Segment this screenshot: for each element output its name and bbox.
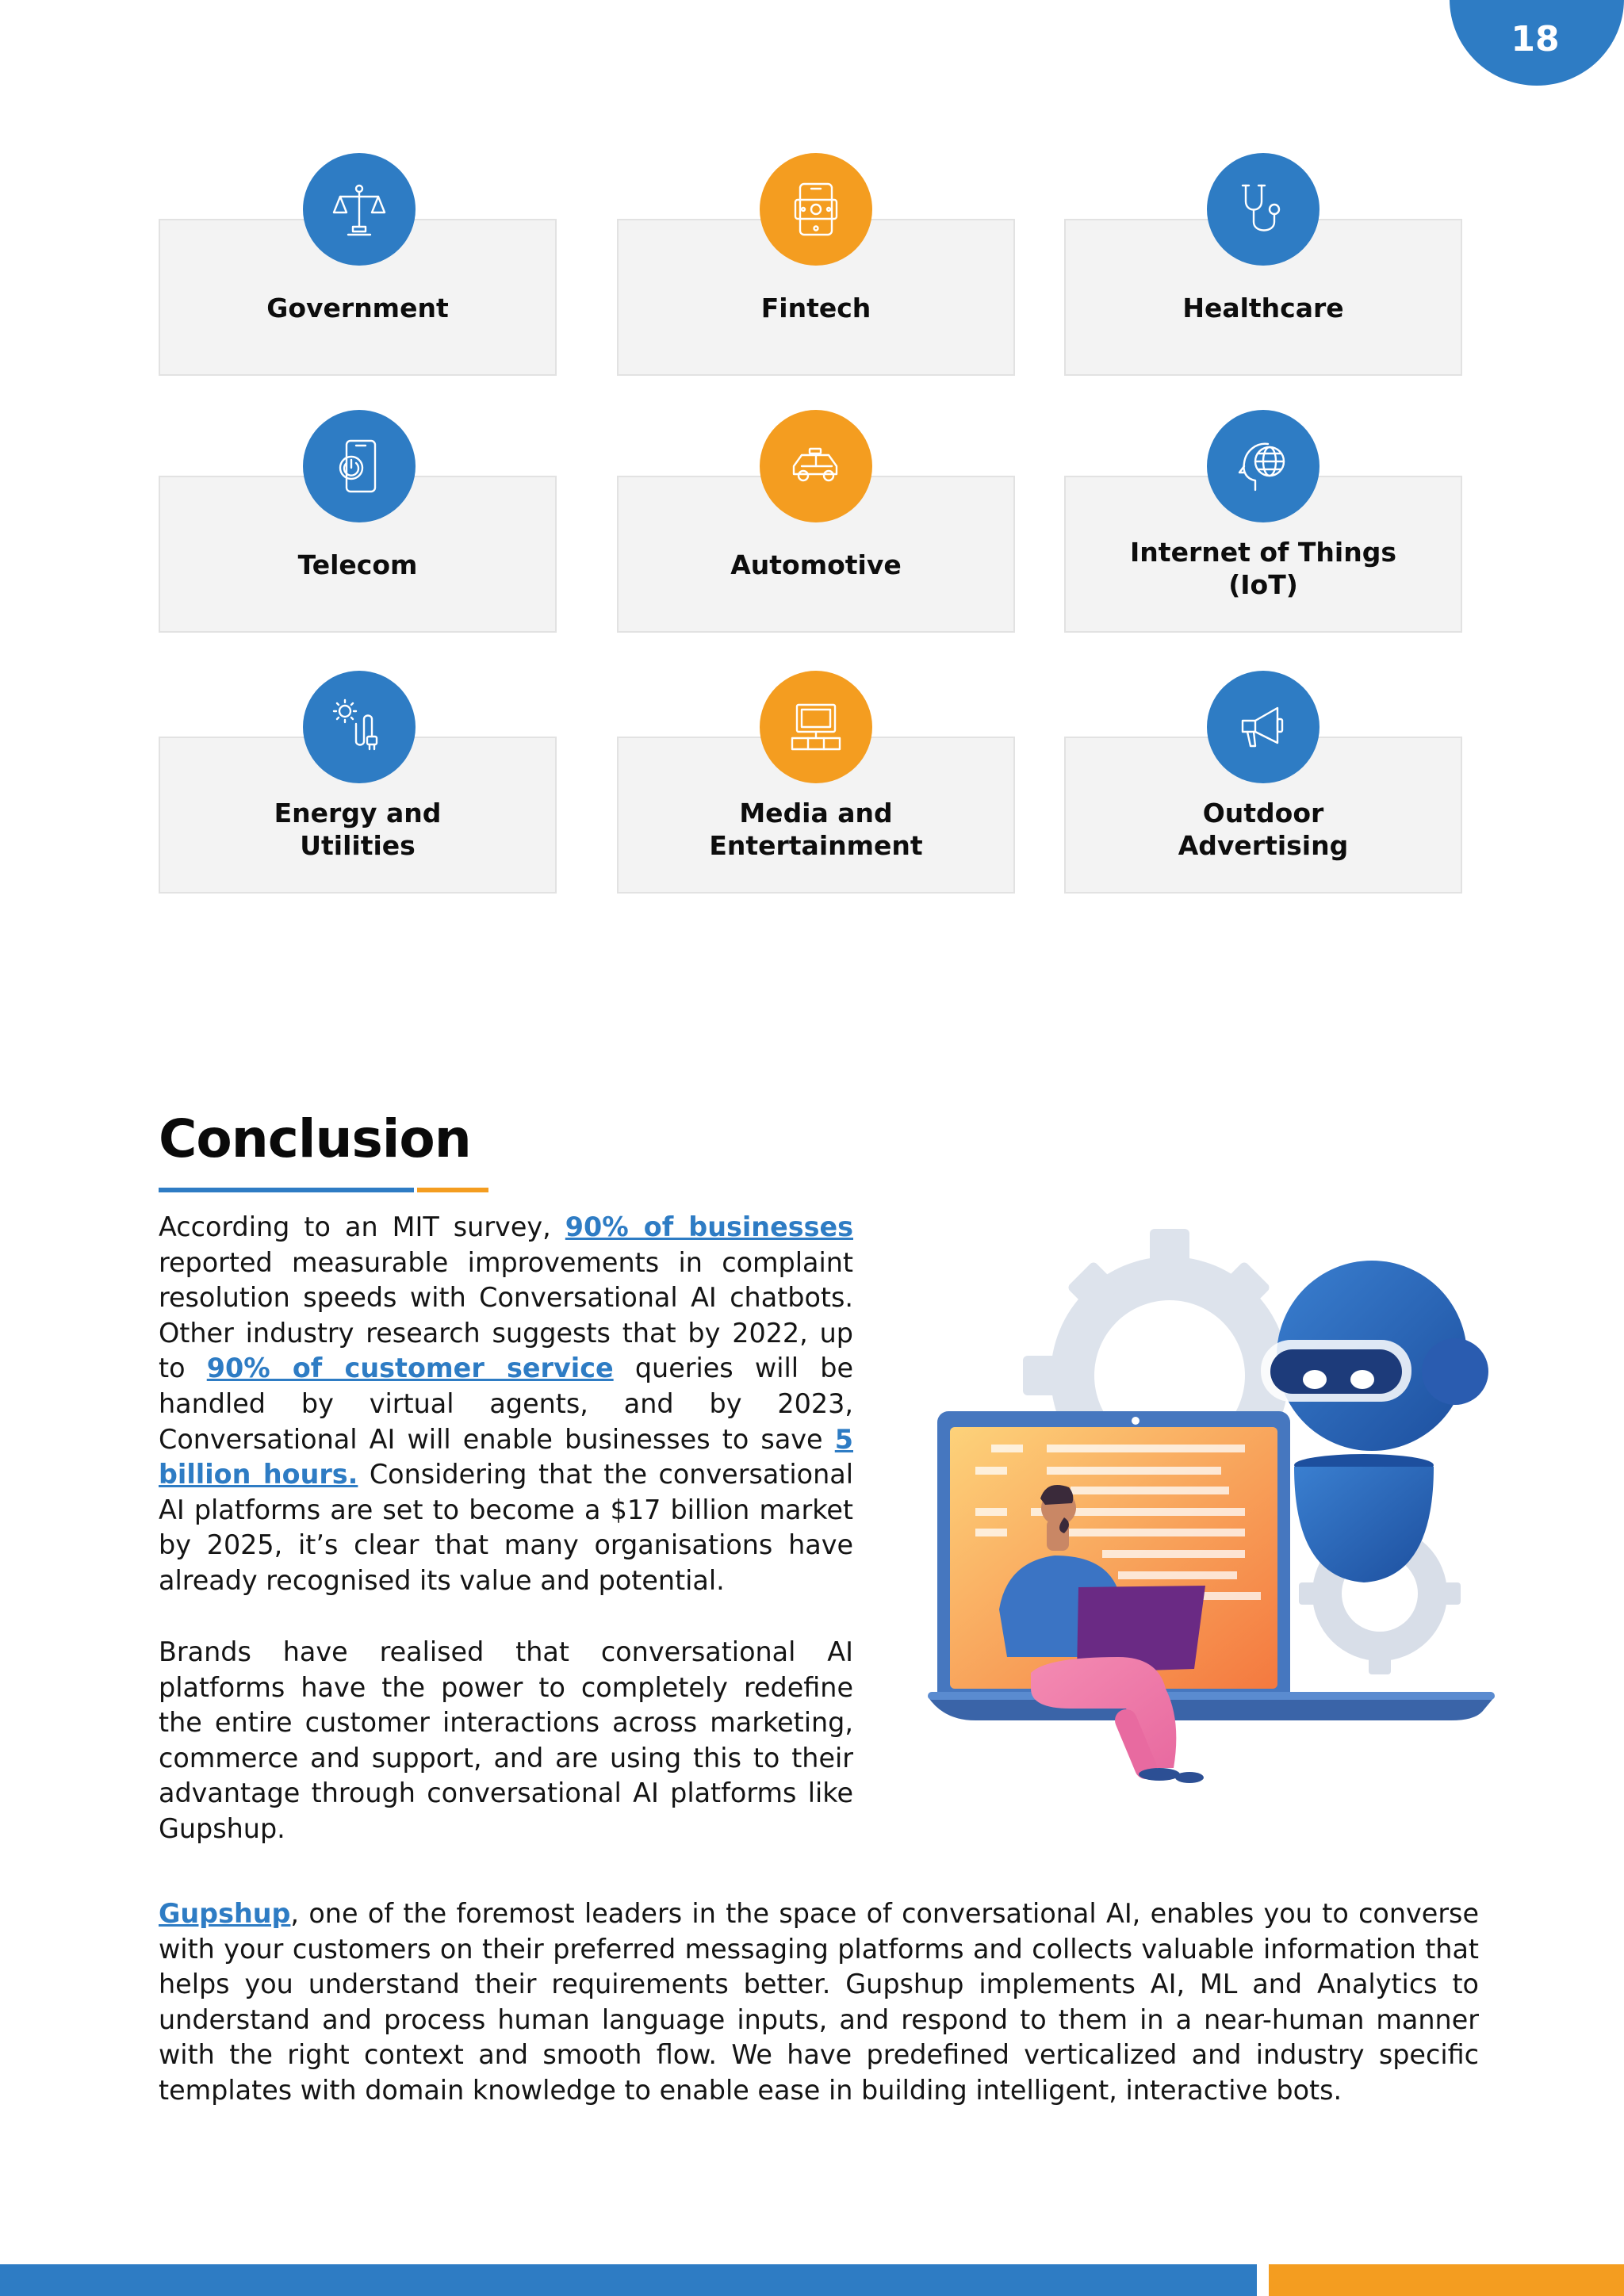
industry-label: Telecom [297, 549, 418, 580]
industry-label: Internet of Things (IoT) [1066, 536, 1461, 601]
heading-underline-orange [417, 1188, 488, 1192]
paragraph-text: , one of the foremost leaders in the spa… [159, 1898, 1479, 2106]
mobile-payment-icon [760, 153, 872, 266]
paragraph-text: queries will be handled by virtual agent… [159, 1353, 853, 1455]
link-5-billion-hours[interactable]: 5 billion hours. [159, 1423, 853, 1490]
car-icon [760, 410, 872, 522]
conclusion-paragraph-3: Gupshup, one of the foremost leaders in … [159, 1896, 1479, 2109]
screen-stage-icon [760, 671, 872, 783]
page-number: 18 [1511, 19, 1560, 59]
link-gupshup[interactable]: Gupshup [159, 1898, 291, 1929]
conclusion-paragraph-1: According to an MIT survey, 90% of busin… [159, 1210, 853, 1599]
conclusion-paragraph-2: Brands have realised that conversational… [159, 1636, 853, 1844]
industry-label-line: Advertising [1178, 830, 1349, 861]
industry-label-line: Media and [739, 798, 893, 828]
industry-label-line: Entertainment [709, 830, 923, 861]
industry-label-line: Outdoor [1202, 798, 1324, 828]
footer-bar-blue [0, 2264, 1257, 2296]
industry-label-line: Utilities [300, 830, 416, 861]
link-90-percent-businesses[interactable]: 90% of businesses [565, 1211, 853, 1242]
industry-label: Fintech [760, 293, 871, 323]
paragraph-text: According to an MIT survey, [159, 1211, 565, 1242]
industry-label: Government [266, 293, 449, 323]
stethoscope-icon [1207, 153, 1320, 266]
scales-of-justice-icon [303, 153, 416, 266]
megaphone-icon [1207, 671, 1320, 783]
phone-power-icon [303, 410, 416, 522]
industry-label: Media and Entertainment [619, 797, 1013, 862]
industry-label: Healthcare [1182, 293, 1344, 323]
globe-head-icon [1207, 410, 1320, 522]
heading-underline-blue [159, 1188, 414, 1192]
robot-laptop-illustration [928, 1229, 1495, 1783]
industry-label: Outdoor Advertising [1066, 797, 1461, 862]
person-shape [999, 1485, 1205, 1783]
industry-label-line: Energy and [274, 798, 442, 828]
industry-label-line: (IoT) [1228, 569, 1298, 600]
industry-label-line: Internet of Things [1130, 537, 1396, 568]
paragraph-text: Considering that the conversational AI p… [159, 1459, 854, 1596]
paragraph-text: reported measurable improvements in comp… [159, 1246, 853, 1384]
sun-plug-icon [303, 671, 416, 783]
industry-label: Energy and Utilities [160, 797, 555, 862]
industry-label: Automotive [730, 549, 902, 580]
footer-bar-orange [1269, 2264, 1624, 2296]
section-heading: Conclusion [159, 1108, 472, 1169]
robot-shape [1261, 1261, 1488, 1582]
link-90-percent-customer-service[interactable]: 90% of customer service [206, 1353, 614, 1384]
